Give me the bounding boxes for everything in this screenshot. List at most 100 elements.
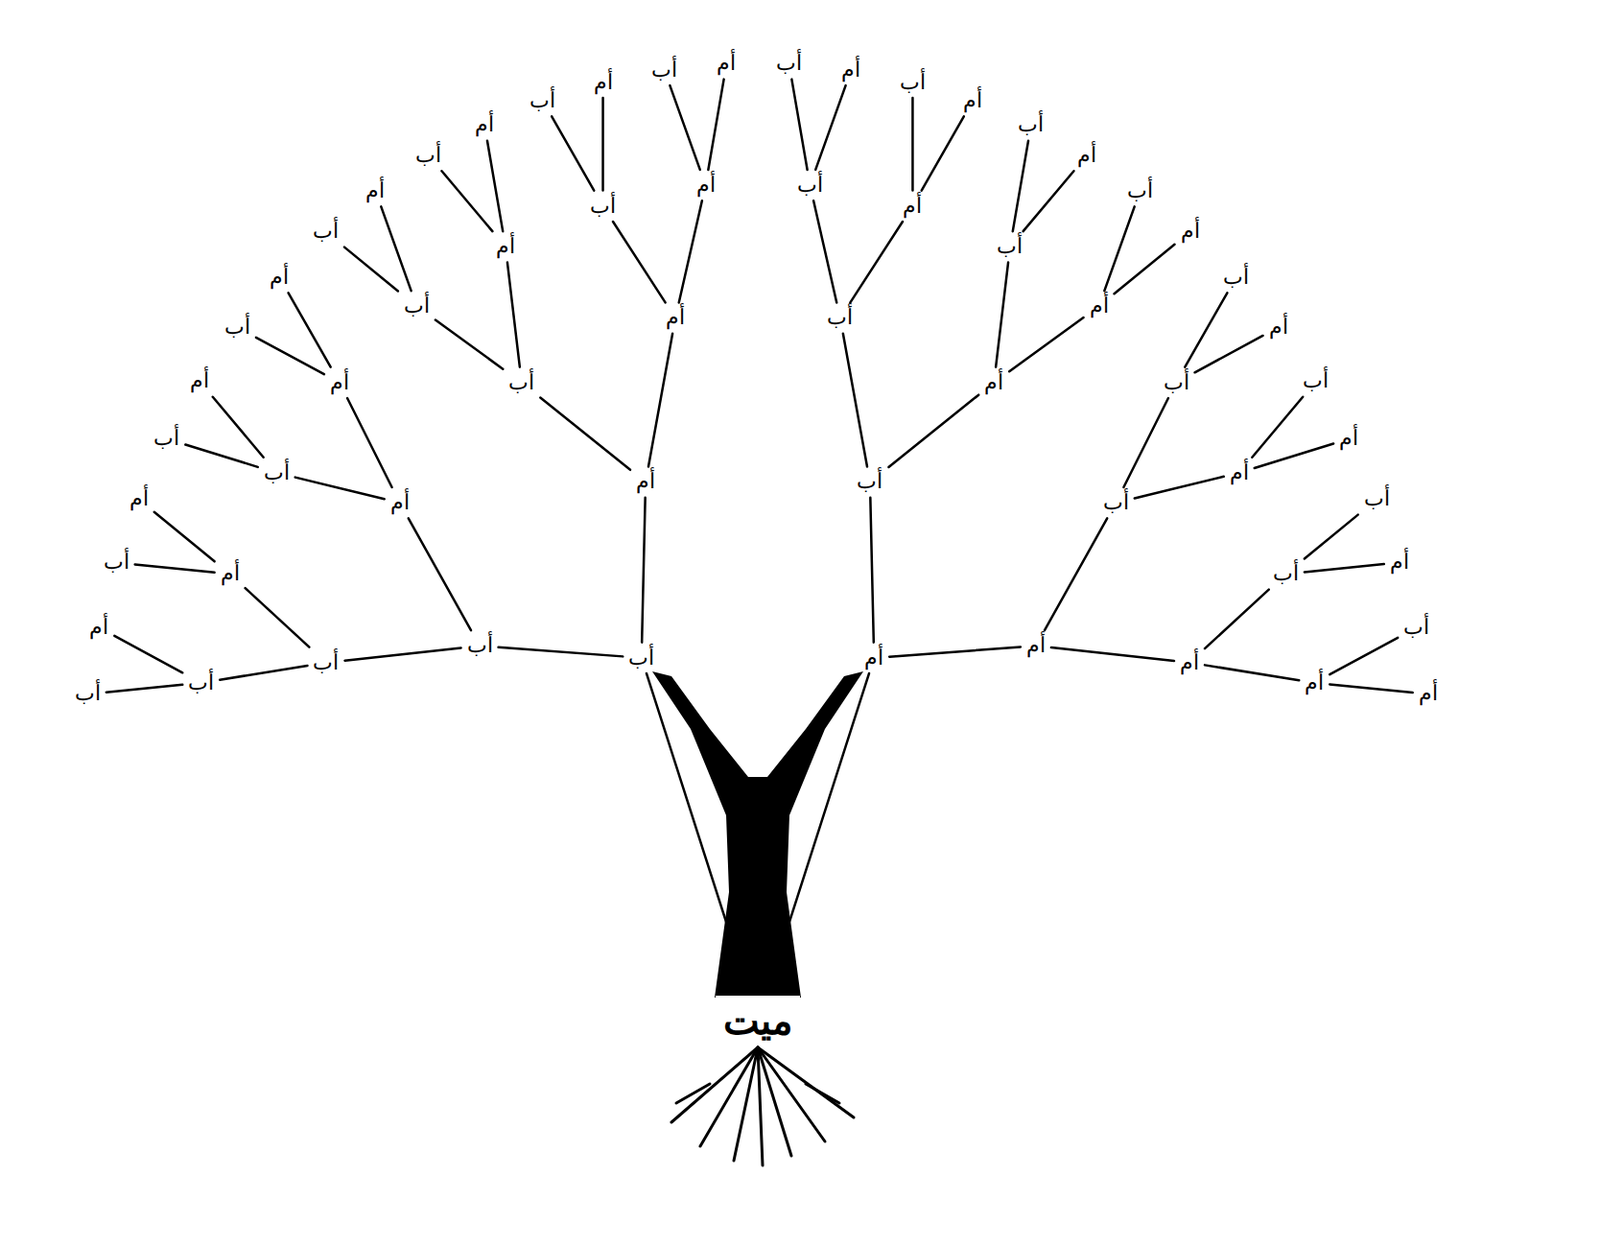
tree-branch (1123, 398, 1169, 488)
ancestor-label: أم (1225, 459, 1253, 487)
kinship-text: أم (716, 50, 736, 75)
kinship-text: أب (1223, 264, 1249, 289)
ancestor-label: أب (624, 644, 659, 672)
ancestor-label: أب (1013, 111, 1048, 139)
kinship-text: أم (984, 370, 1004, 395)
kinship-text: أم (365, 178, 385, 203)
tree-branch (815, 85, 846, 170)
tree-branch (870, 497, 873, 643)
tree-branch (889, 646, 1021, 657)
ancestor-label: أم (1085, 292, 1113, 320)
tree-branch (498, 647, 624, 658)
tree-branch (1051, 647, 1175, 661)
tree-branch (344, 247, 399, 292)
kinship-text: أم (474, 112, 495, 137)
kinship-text: أب (508, 370, 535, 395)
tree-branch (679, 200, 703, 303)
tree-branch (295, 477, 385, 500)
tree-branch (256, 337, 325, 375)
kinship-text: أم (189, 368, 210, 393)
tree-branch (540, 397, 631, 470)
kinship-text: أب (224, 314, 251, 339)
kinship-text: أب (312, 218, 339, 243)
kinship-text: أم (220, 561, 240, 586)
kinship-text: أب (263, 460, 290, 485)
tree-roots (671, 1047, 854, 1166)
tree-branch (288, 292, 331, 367)
kinship-text: أب (856, 469, 883, 494)
tree-branch (441, 170, 493, 232)
tree-branch (106, 684, 183, 693)
ancestor-label: أم (980, 369, 1008, 397)
kinship-text: أب (996, 234, 1023, 259)
ancestor-label: أم (216, 560, 244, 588)
tree-trunk (652, 671, 864, 998)
kinship-text: أب (1272, 561, 1299, 586)
ancestor-label: أم (860, 644, 888, 672)
ancestor-label: أب (411, 141, 446, 169)
tree-branch (612, 221, 666, 303)
tree-branch (1104, 206, 1134, 291)
ancestor-label: أم (85, 613, 113, 641)
kinship-text: أم (390, 490, 410, 515)
tree-branch (1254, 443, 1334, 468)
tree-branch (1134, 476, 1224, 499)
kinship-text: أب (74, 681, 101, 706)
tree-branch (995, 262, 1009, 368)
kinship-text: أم (1339, 425, 1359, 450)
tree-branch (791, 79, 807, 170)
tree-branch (646, 673, 750, 994)
kinship-text: أم (129, 486, 149, 511)
tree-branch (245, 588, 310, 647)
tree-branch (408, 517, 471, 631)
kinship-text: أم (1089, 293, 1109, 318)
ancestor-label: أب (1399, 613, 1434, 641)
tree-branch (1009, 317, 1083, 372)
tree-branch (551, 116, 594, 190)
kinship-text: أم (665, 305, 685, 330)
ancestor-label: أب (400, 292, 434, 320)
kinship-text: أم (329, 370, 350, 395)
ancestor-label: أب (525, 87, 560, 115)
kinship-text: أم (963, 88, 983, 113)
ancestor-label: أب (1269, 560, 1303, 588)
kinship-text: أب (899, 70, 926, 95)
kinship-text: أب (1302, 368, 1329, 393)
tree-branch (1251, 397, 1303, 458)
ancestor-label: أب (1360, 485, 1394, 513)
tree-branch (1329, 683, 1412, 693)
ancestor-label: أب (852, 468, 887, 495)
kinship-text: أم (902, 193, 922, 218)
ancestor-label: أب (463, 632, 497, 659)
ancestor-label: أب (1123, 177, 1157, 205)
tree-branch (1304, 515, 1359, 560)
ancestor-label: أم (661, 304, 689, 331)
tree-branch (669, 85, 700, 170)
ancestor-label: أب (647, 56, 682, 84)
tree-branch (888, 395, 979, 468)
ancestor-label: أم (1300, 669, 1328, 697)
kinship-text: أب (1163, 370, 1190, 395)
kinship-text: أب (776, 50, 802, 75)
ancestor-label: أم (470, 111, 498, 139)
kinship-text: أم (89, 614, 109, 639)
ancestor-label: أم (1022, 632, 1050, 659)
kinship-text: أم (1304, 670, 1324, 695)
kinship-text: أب (403, 293, 430, 318)
kinship-text: أب (1017, 112, 1044, 137)
tree-branch (601, 97, 605, 191)
ancestor-label: أم (1176, 217, 1204, 245)
tree-branch (921, 116, 965, 190)
tree-branch (766, 673, 870, 994)
kinship-text: أم (1389, 549, 1410, 574)
tree-branch (1012, 141, 1029, 232)
tree-branch (641, 497, 645, 643)
tree-branch (911, 97, 915, 191)
kinship-text: أم (1418, 681, 1438, 706)
kinship-text: أب (826, 305, 853, 330)
kinship-text: أب (651, 57, 678, 82)
tree-branch (347, 398, 393, 488)
kinship-text: أب (312, 650, 339, 675)
ancestor-label: أم (1335, 424, 1363, 452)
